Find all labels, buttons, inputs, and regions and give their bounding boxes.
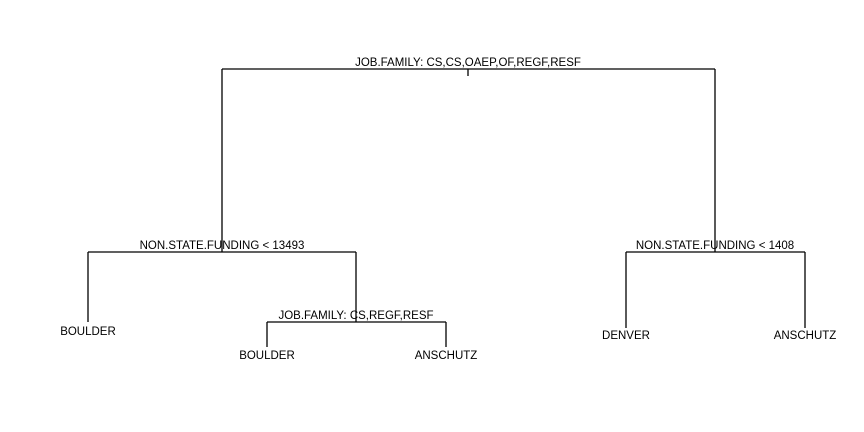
leaf-label-boulder-2: BOULDER xyxy=(239,350,295,362)
right-split-label: NON.STATE.FUNDING < 1408 xyxy=(636,240,794,252)
right-split-node xyxy=(625,251,806,328)
left-right-split-node xyxy=(266,321,447,347)
leaf-label-anschutz-2: ANSCHUTZ xyxy=(774,330,837,342)
root-split-node xyxy=(221,68,716,252)
root-split-label: JOB.FAMILY: CS,CS,OAEP,OF,REGF,RESF xyxy=(355,57,581,69)
leaf-label-denver: DENVER xyxy=(602,330,650,342)
left-split-node xyxy=(87,251,357,322)
leaf-label-anschutz-1: ANSCHUTZ xyxy=(415,350,478,362)
leaf-label-boulder-1: BOULDER xyxy=(60,326,116,338)
left-right-split-label: JOB.FAMILY: CS,REGF,RESF xyxy=(278,310,433,322)
left-split-label: NON.STATE.FUNDING < 13493 xyxy=(140,240,305,252)
